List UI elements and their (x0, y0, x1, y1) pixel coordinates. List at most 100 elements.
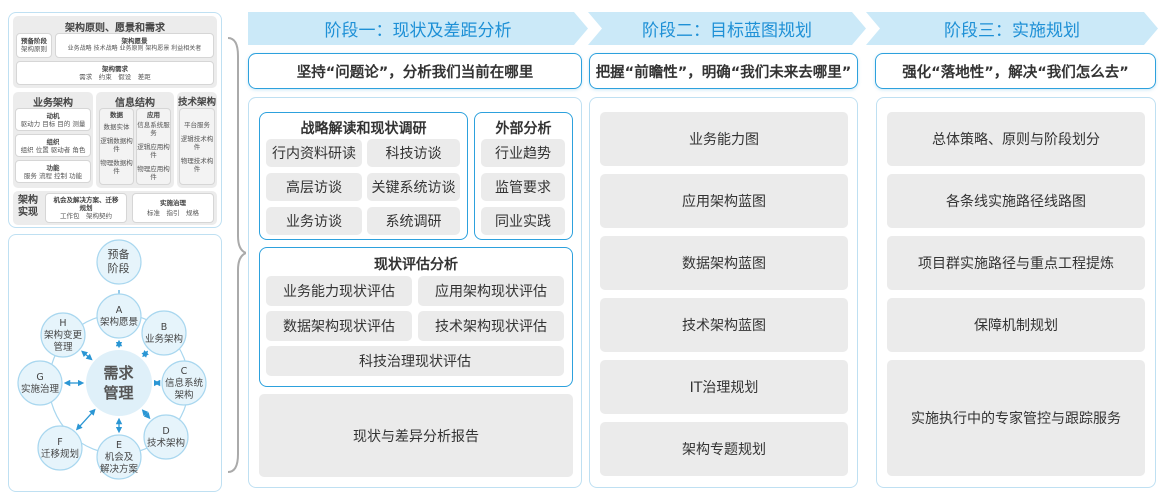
implementation-item: 项目群实施路径与重点工程提炼 (887, 236, 1145, 290)
stage-2-content: 业务能力图应用架构蓝图数据架构蓝图技术架构蓝图 IT治理规划架构专题规划 (589, 97, 858, 488)
app-column: 应用 信息系统服务 逻辑应用构件 物理应用构件 (136, 108, 171, 185)
business-arch: 业务架构 动机驱动力 目标 目的 测量 组织组织 位置 驱动者 角色 功能服务 … (13, 92, 93, 188)
bidirectional-arrow (75, 408, 96, 430)
blueprint-item: IT治理规划 (600, 360, 848, 414)
phase-letter: C (180, 366, 187, 377)
research-item: 系统调研 (367, 207, 460, 235)
principles-title: 架构原则、愿景和需求 (65, 23, 165, 34)
gov-text: 标准 指引 规格 (147, 209, 199, 217)
blueprint-item: 应用架构蓝图 (600, 174, 848, 228)
phase-letter: E (115, 440, 121, 451)
research-item: 业务访谈 (266, 207, 362, 235)
research-box: 战略解读和现状调研 行内资料研读 科技访谈 高层访谈 关键系统访谈 业务访谈 系… (259, 112, 468, 240)
bidirectional-arrow (140, 349, 149, 358)
stage-1-subtitle: 坚持“问题论”，分析我们当前在哪里 (248, 53, 582, 89)
item-text: 驱动力 目标 目的 测量 (20, 120, 86, 128)
business-item: 动机驱动力 目标 目的 测量 (15, 108, 91, 131)
research-item: 高层访谈 (266, 173, 362, 201)
prelim-node (95, 238, 142, 285)
stage-1-header: 阶段一：现状及差距分析 (248, 12, 588, 45)
center-label: 需求管理 (103, 363, 134, 402)
requirements-box: 架构需求 需求 约束 假设 差距 (16, 61, 214, 85)
stage-2-header: 阶段二：目标蓝图规划 (588, 12, 866, 45)
phase-label: 架构 (174, 389, 193, 401)
governance-box: 实施治理标准 指引 规格 (132, 193, 214, 223)
phase-label: 解决方案 (99, 463, 138, 475)
principles-section: 架构原则、愿景和需求 预备阶段 架构原则 架构愿景 业务战略 技术战略 业务原则… (13, 16, 217, 88)
bracket (227, 37, 246, 473)
opportunity-box: 机会及解决方案、迁移规划工作包 架构契约 (45, 193, 127, 223)
research-item: 关键系统访谈 (367, 173, 460, 201)
app-item: 信息系统服务 (137, 121, 170, 137)
blueprint-item: 架构专题规划 (600, 422, 848, 476)
phase-letter: H (59, 318, 66, 329)
stage-2-subtitle: 把握“前瞻性”，明确“我们未来去哪里” (589, 53, 858, 89)
tech-item: 平台服务 (184, 121, 210, 129)
implementation-item: 实施执行中的专家管控与跟踪服务 (887, 360, 1145, 476)
stage-3-header: 阶段三：实施规划 (866, 12, 1158, 45)
bidirectional-arrow (80, 349, 93, 360)
prelim-label: 预备阶段 (107, 247, 130, 275)
phase-letter: A (115, 305, 122, 316)
info-arch: 信息结构 数据 数据实体 逻辑数据构件 物理数据构件 应用 信息系统服务 逻辑应… (96, 92, 174, 188)
item-title: 功能 (46, 164, 60, 172)
item-title: 组织 (46, 138, 60, 146)
blueprint-item: 技术架构蓝图 (600, 298, 848, 352)
vision-text: 业务战略 技术战略 业务原则 架构愿景 利益相关者 (67, 45, 202, 52)
external-item: 监管要求 (481, 173, 565, 201)
external-title: 外部分析 (495, 121, 552, 137)
stage-3-content: 总体策略、原则与阶段划分各条线实施路径线路图项目群实施路径与重点工程提炼保障机制… (876, 97, 1156, 488)
phase-label: 架构愿景 (99, 316, 137, 328)
app-title: 应用 (147, 111, 160, 119)
phase-letter: D (162, 426, 169, 437)
tech-item: 逻辑技术构件 (180, 135, 214, 151)
req-text: 需求 约束 假设 差距 (79, 73, 151, 81)
center-node (85, 349, 152, 416)
phase-letter: G (36, 372, 43, 383)
phase-label: 管理 (53, 341, 73, 353)
data-item: 逻辑数据构件 (100, 137, 133, 153)
tech-item: 物理技术构件 (180, 157, 214, 173)
research-item: 行内资料研读 (266, 139, 362, 167)
prelim-box: 预备阶段 架构原则 (16, 33, 52, 58)
assessment-item: 应用架构现状评估 (418, 276, 564, 306)
stage-1-title: 阶段一：现状及差距分析 (324, 21, 512, 41)
gov-title: 实施治理 (160, 199, 186, 207)
data-title: 数据 (110, 111, 123, 119)
gap-report: 现状与差异分析报告 (259, 394, 573, 477)
phase-label: 业务架构 (144, 333, 182, 345)
phase-label: 信息系统 (164, 377, 203, 389)
assessment-box: 现状评估分析 业务能力现状评估 应用架构现状评估 数据架构现状评估 技术架构现状… (259, 247, 573, 387)
external-item: 行业趋势 (481, 139, 565, 167)
phase-letter: F (57, 437, 62, 448)
data-item: 物理数据构件 (100, 159, 133, 175)
blueprint-item: 业务能力图 (600, 112, 848, 166)
item-text: 组织 位置 驱动者 角色 (20, 146, 86, 154)
stage-1-content: 战略解读和现状调研 行内资料研读 科技访谈 高层访谈 关键系统访谈 业务访谈 系… (248, 97, 582, 488)
implementation-item: 总体策略、原则与阶段划分 (887, 112, 1145, 166)
vision-title: 架构愿景 (121, 37, 148, 45)
business-item: 功能服务 流程 控制 功能 (15, 160, 91, 183)
togaf-content-framework: 架构原则、愿景和需求 预备阶段 架构原则 架构愿景 业务战略 技术战略 业务原则… (8, 12, 222, 228)
item-title: 动机 (46, 112, 60, 120)
prelim-title: 预备阶段 (21, 37, 47, 45)
research-item: 科技访谈 (367, 139, 460, 167)
phase-label: 实施治理 (20, 383, 59, 395)
phase-label: 架构变更 (43, 329, 82, 341)
stage-3-title: 阶段三：实施规划 (944, 21, 1080, 41)
data-item: 数据实体 (103, 123, 130, 131)
implementation-item: 保障机制规划 (887, 298, 1145, 352)
phase-label: 机会及 (104, 451, 133, 463)
subtitle-text: 坚持“问题论”，分析我们当前在哪里 (296, 64, 534, 81)
opp-title: 机会及解决方案、迁移规划 (53, 196, 119, 212)
item-text: 服务 流程 控制 功能 (23, 172, 83, 180)
blueprint-item: 数据架构蓝图 (600, 236, 848, 290)
business-item: 组织组织 位置 驱动者 角色 (15, 134, 91, 157)
